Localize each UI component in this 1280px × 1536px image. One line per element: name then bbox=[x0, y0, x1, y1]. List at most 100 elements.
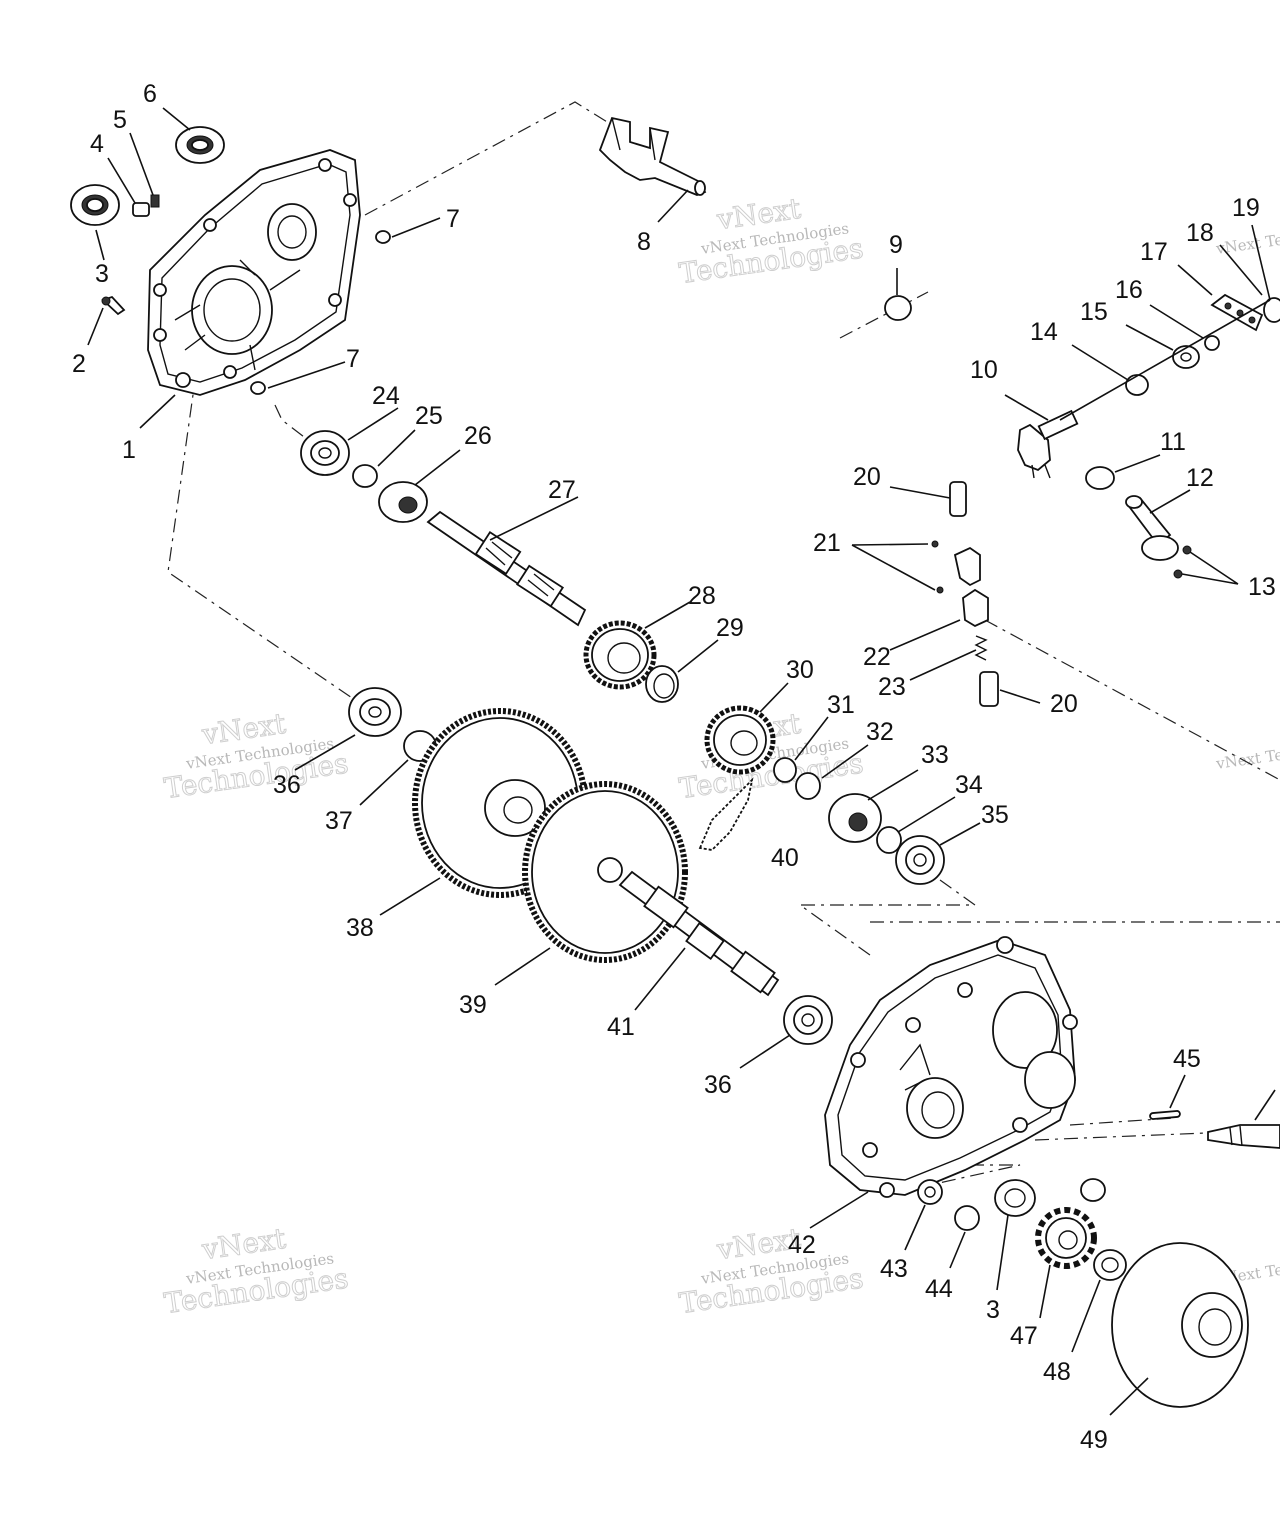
callout-12: 12 bbox=[1186, 464, 1214, 492]
callout-labels: 1 2 3 4 5 6 7 7 8 9 10 11 12 13 14 15 16… bbox=[72, 80, 1276, 1454]
watermark-mid-left: vNext vNext Technologies Technologies bbox=[162, 706, 351, 805]
callout-35: 35 bbox=[981, 801, 1009, 829]
callout-43: 43 bbox=[880, 1255, 908, 1283]
washer-43 bbox=[917, 1179, 943, 1205]
dowel-7-lower bbox=[250, 381, 266, 395]
o-ring-14 bbox=[1125, 374, 1149, 396]
callout-44: 44 bbox=[925, 1275, 953, 1303]
seal-6 bbox=[175, 126, 225, 164]
seal-3-left bbox=[70, 184, 120, 226]
dowel-7-upper bbox=[375, 230, 391, 244]
callout-11: 11 bbox=[1160, 428, 1186, 456]
detent-spring-23 bbox=[974, 635, 988, 661]
pulley-49 bbox=[1111, 1242, 1249, 1408]
detent-plunger-lower bbox=[979, 671, 999, 707]
bearing-35 bbox=[895, 835, 945, 885]
callout-30: 30 bbox=[786, 656, 814, 684]
output-shaft-41 bbox=[618, 870, 780, 997]
callout-27: 27 bbox=[548, 476, 576, 504]
callout-32: 32 bbox=[866, 718, 894, 746]
o-ring-11 bbox=[1085, 466, 1115, 490]
callout-38: 38 bbox=[346, 914, 374, 942]
callout-20-lower: 20 bbox=[1050, 690, 1078, 718]
washer-32 bbox=[795, 772, 821, 800]
callout-22: 22 bbox=[863, 643, 891, 671]
sprocket-30 bbox=[704, 705, 776, 775]
seal-3-lower bbox=[994, 1179, 1036, 1217]
callout-41: 41 bbox=[607, 1013, 635, 1041]
clip-16 bbox=[1204, 335, 1220, 351]
svg-text:vNext Technologies: vNext Technologies bbox=[1214, 734, 1280, 773]
washer-34 bbox=[876, 826, 902, 854]
chain-40 bbox=[698, 777, 754, 851]
callout-28: 28 bbox=[688, 582, 716, 610]
callout-29: 29 bbox=[716, 614, 744, 642]
callout-3-lower: 3 bbox=[986, 1296, 1000, 1324]
bearing-29 bbox=[645, 665, 679, 703]
callout-15: 15 bbox=[1080, 298, 1108, 326]
callout-16: 16 bbox=[1115, 276, 1143, 304]
detent-plunger-upper bbox=[949, 481, 967, 517]
shaft-right bbox=[1207, 1124, 1280, 1149]
callout-3-left: 3 bbox=[95, 260, 109, 288]
callout-7-lower: 7 bbox=[346, 345, 360, 373]
callout-26: 26 bbox=[464, 422, 492, 450]
callout-1: 1 bbox=[122, 436, 136, 464]
callout-17: 17 bbox=[1140, 238, 1168, 266]
left-case-cover bbox=[147, 149, 361, 396]
pin-5 bbox=[150, 194, 160, 208]
pin-45 bbox=[1149, 1110, 1181, 1120]
detent-bracket-22 bbox=[953, 546, 989, 628]
bolt-2 bbox=[101, 295, 126, 316]
washer-19 bbox=[1263, 297, 1280, 323]
callout-14: 14 bbox=[1030, 318, 1058, 346]
callout-2: 2 bbox=[72, 350, 86, 378]
callout-6: 6 bbox=[143, 80, 157, 108]
watermark-right-mid: vNext Technologies bbox=[1214, 734, 1280, 773]
callout-34: 34 bbox=[955, 771, 983, 799]
plug-9 bbox=[884, 295, 912, 321]
screws-13 bbox=[1173, 545, 1192, 579]
callout-40: 40 bbox=[771, 844, 799, 872]
callout-37: 37 bbox=[325, 807, 353, 835]
sprocket-47 bbox=[1035, 1207, 1097, 1269]
washer-31 bbox=[773, 757, 797, 783]
nut-right bbox=[1080, 1178, 1106, 1202]
callout-21: 21 bbox=[813, 529, 841, 557]
callout-36-lower: 36 bbox=[704, 1071, 732, 1099]
right-main-case bbox=[824, 936, 1078, 1198]
watermark-right-top: vNext Technologies bbox=[1214, 219, 1280, 258]
dowel-4 bbox=[132, 202, 150, 217]
sleeve-12 bbox=[1125, 495, 1179, 561]
large-gear-39 bbox=[522, 781, 688, 963]
plug-44 bbox=[954, 1205, 980, 1231]
callout-8: 8 bbox=[637, 228, 651, 256]
screws-21 bbox=[931, 540, 944, 594]
bearing-24 bbox=[300, 430, 350, 476]
shift-drum-10 bbox=[1017, 409, 1079, 479]
watermark-bottom-center: vNext vNext Technologies Technologies bbox=[677, 1221, 866, 1320]
bearing-36-lower bbox=[783, 995, 833, 1045]
shift-arm-17 bbox=[1210, 293, 1264, 332]
watermark-bottom-left: vNext vNext Technologies Technologies bbox=[162, 1221, 351, 1320]
callout-48: 48 bbox=[1043, 1358, 1071, 1386]
washer-15 bbox=[1172, 345, 1200, 369]
gear-28 bbox=[583, 620, 657, 690]
collar-26 bbox=[378, 481, 428, 523]
callout-39: 39 bbox=[459, 991, 487, 1019]
callout-45: 45 bbox=[1173, 1045, 1201, 1073]
callout-24: 24 bbox=[372, 382, 400, 410]
washer-25 bbox=[352, 464, 378, 488]
watermark-top-center: vNext vNext Technologies Technologies bbox=[677, 191, 866, 290]
hub-33 bbox=[828, 793, 882, 843]
callout-9: 9 bbox=[889, 231, 903, 259]
washer-48 bbox=[1093, 1249, 1127, 1281]
shift-fork-8 bbox=[598, 116, 707, 196]
callout-13: 13 bbox=[1248, 573, 1276, 601]
callout-42: 42 bbox=[788, 1231, 816, 1259]
leader-lines bbox=[87, 107, 1276, 1416]
callout-31: 31 bbox=[827, 691, 855, 719]
svg-text:vNext Technologies: vNext Technologies bbox=[1214, 219, 1280, 258]
shaft-axis-line bbox=[1059, 299, 1271, 421]
